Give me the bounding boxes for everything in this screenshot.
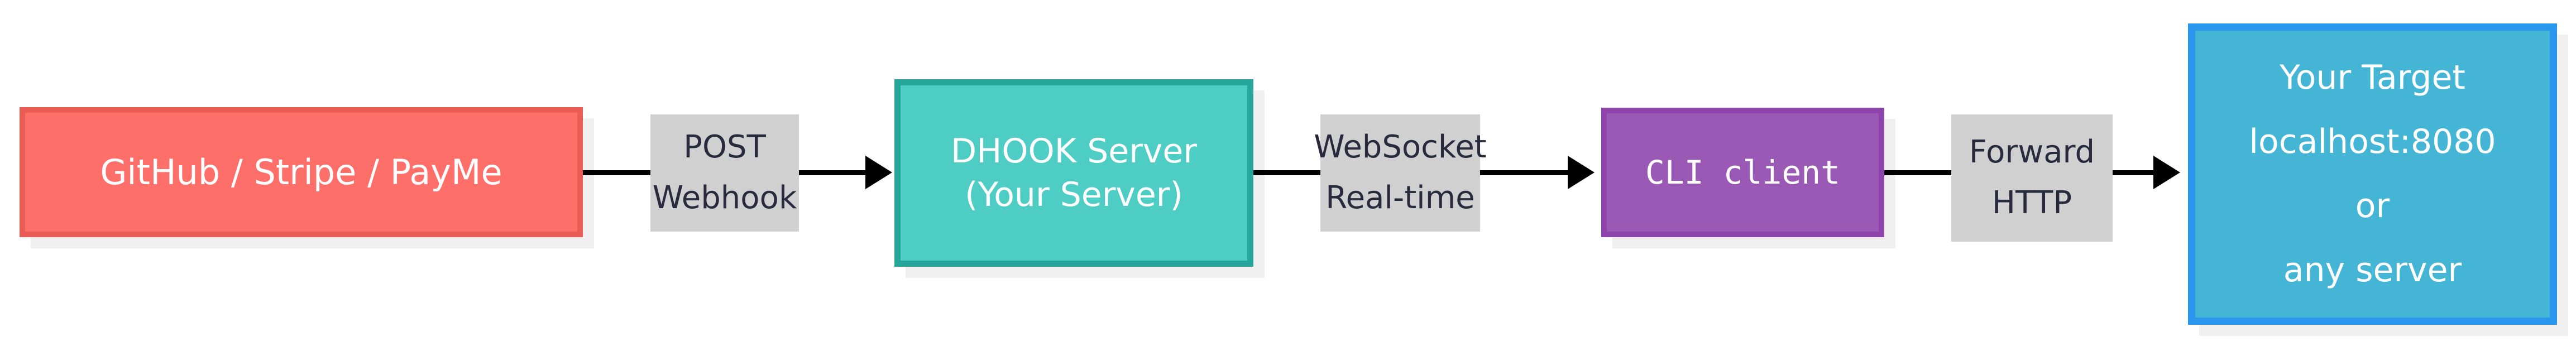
edge-label-websocket-realtime: WebSocket Real-time bbox=[1314, 114, 1487, 232]
arrowhead-icon-to-target bbox=[2153, 156, 2180, 189]
node-your-target-line-2: localhost:8080 bbox=[2249, 122, 2496, 161]
arrowhead-icon-to-cli bbox=[1568, 156, 1595, 189]
edge-label-post-webhook-line-1: POST bbox=[683, 129, 766, 166]
node-webhook-source-line-1: GitHub / Stripe / PayMe bbox=[100, 151, 502, 193]
node-your-target[interactable]: Your Target localhost:8080 or any server bbox=[2188, 23, 2557, 325]
node-your-target-line-4: any server bbox=[2283, 251, 2462, 290]
connector-label2-to-cli bbox=[1478, 170, 1569, 175]
connector-source-to-label1 bbox=[583, 170, 653, 175]
edge-label-forward-http-line-2: HTTP bbox=[1991, 185, 2072, 221]
node-dhook-server[interactable]: DHOOK Server (Your Server) bbox=[894, 79, 1253, 267]
edge-label-post-webhook: POST Webhook bbox=[650, 114, 799, 232]
edge-label-forward-http-line-1: Forward bbox=[1969, 134, 2095, 171]
edge-label-post-webhook-line-2: Webhook bbox=[652, 180, 797, 216]
edge-label-websocket-realtime-line-1: WebSocket bbox=[1314, 129, 1487, 166]
node-webhook-source[interactable]: GitHub / Stripe / PayMe bbox=[20, 107, 583, 237]
edge-label-forward-http: Forward HTTP bbox=[1951, 114, 2113, 242]
connector-cli-to-label3 bbox=[1884, 170, 1953, 175]
edge-label-websocket-realtime-line-2: Real-time bbox=[1325, 180, 1475, 216]
node-your-target-line-1: Your Target bbox=[2280, 57, 2465, 97]
node-cli-client-line-1: CLI client bbox=[1645, 153, 1841, 191]
connector-label3-to-target bbox=[2111, 170, 2155, 175]
connector-server-to-label2 bbox=[1253, 170, 1322, 175]
arrowhead-icon-to-server bbox=[865, 156, 892, 189]
node-cli-client[interactable]: CLI client bbox=[1601, 108, 1884, 237]
node-your-target-line-3: or bbox=[2355, 186, 2390, 225]
connector-label1-to-server bbox=[797, 170, 868, 175]
node-dhook-server-line-2: (Your Server) bbox=[965, 175, 1183, 214]
node-dhook-server-line-1: DHOOK Server bbox=[951, 132, 1197, 171]
